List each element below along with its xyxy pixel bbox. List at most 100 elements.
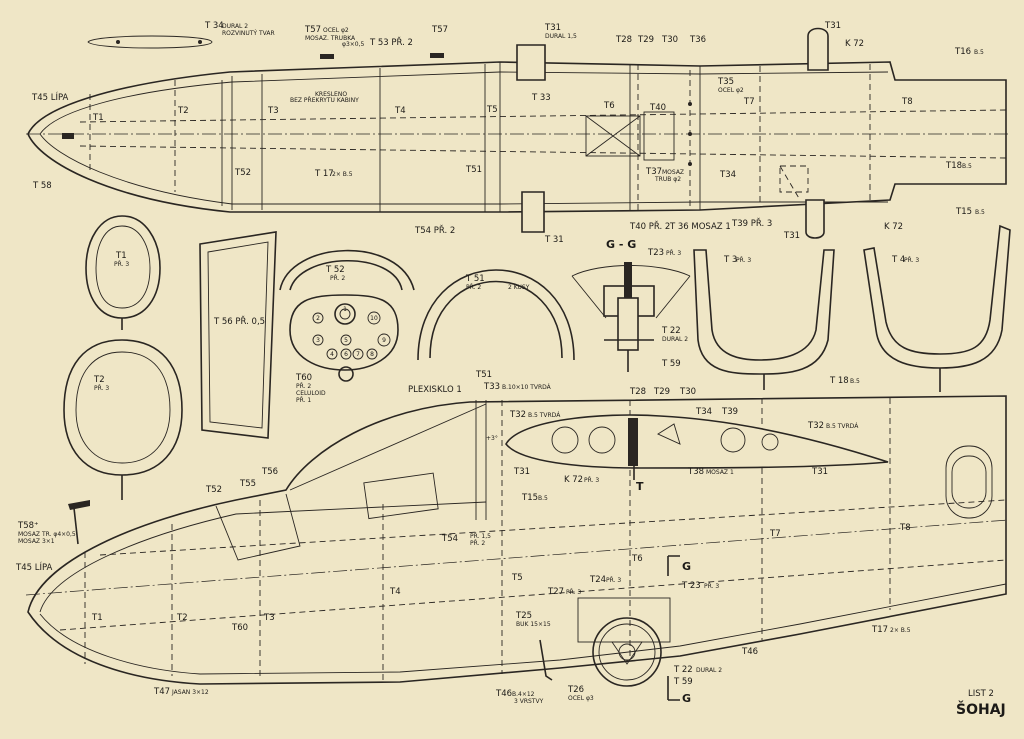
label-side-t60: T60 [231, 623, 248, 633]
note-side-t33: B.10×10 TVRDÁ [502, 384, 552, 391]
label-side-t27: T27 [547, 587, 564, 597]
label-t7: T7 [743, 97, 755, 107]
note-t16: B.5 [974, 49, 984, 56]
label-k72b: K 72 [884, 222, 903, 232]
panel-dial [312, 334, 324, 346]
note-side-t23: PŘ. 3 [704, 582, 719, 590]
label-side-t7: T7 [769, 529, 781, 539]
title-block: LIST 2 ŠOHAJ [956, 689, 1006, 718]
label-part-t51: T 51 [465, 274, 485, 284]
label-t31d: T31 [783, 231, 800, 241]
label-t5: T5 [486, 105, 498, 115]
label-side-t46b: T46 [495, 689, 512, 699]
note-side-t47: JASAN 3×12 [171, 689, 209, 696]
label-side-t47: T47 [153, 687, 170, 697]
label-gg-top: G [682, 560, 691, 573]
panel-dial-label: 10 [370, 315, 378, 322]
label-side-t55: T55 [239, 479, 256, 489]
panel-dial-label: 4 [330, 351, 334, 358]
note-side-t54-1: PŘ. 1,5 [470, 532, 491, 540]
label-side-t58: T58⁺ [17, 521, 39, 531]
label-t18: T18 [945, 161, 962, 171]
label-t57b: T57 [431, 25, 448, 35]
label-t28: T28 [615, 35, 632, 45]
label-side-t54: T54 [441, 534, 458, 544]
label-side-t5: T5 [511, 573, 523, 583]
parts-labels: T1 PŘ. 3 T 56 PŘ. 0,5 T 52 PŘ. 2 T 51 PŘ… [93, 238, 919, 404]
note-side-t17: 2× B.5 [890, 627, 911, 634]
label-marker-t: T [636, 480, 644, 493]
label-part-t2: T2 [93, 375, 105, 385]
label-side-t56: T56 [261, 467, 278, 477]
label-plus3: +3° [486, 435, 498, 442]
note-side-t32b: B.5 TVRDÁ [826, 423, 859, 430]
note-side-t24: PŘ. 3 [606, 576, 621, 584]
label-part-t1: T1 [115, 251, 127, 261]
sheet-name: ŠOHAJ [956, 700, 1006, 718]
note-t57a-2: MOSAZ. TRUBKA [305, 35, 356, 42]
note-t18: B.5 [962, 163, 972, 170]
label-part-t4: T 4 [891, 255, 905, 265]
panel-dial-label: 8 [370, 351, 374, 358]
note-t17: 2× B.5 [332, 171, 353, 178]
label-side-t25: T25 [515, 611, 532, 621]
kresleno-2: BEZ PŘEKRYTU KABINY [290, 96, 359, 104]
note-part-t51: PŘ. 2 [466, 283, 481, 291]
label-side-t15: T15 [521, 493, 538, 503]
panel-dial-label: 2 [316, 315, 320, 322]
label-part-t56: T 56 PŘ. 0,5 [213, 316, 265, 327]
label-t30: T30 [661, 35, 678, 45]
label-side-t59: T 59 [673, 677, 693, 687]
label-t31a: T31 [544, 23, 561, 33]
note-part-t4: PŘ. 3 [904, 256, 919, 264]
note-side-t46b-1: B.4×12 [512, 691, 535, 698]
note-part-t1: PŘ. 3 [114, 260, 129, 268]
label-t6: T6 [603, 101, 615, 111]
note-t34-1: DURAL 2 [222, 23, 248, 30]
label-section-gg: G - G [606, 238, 636, 251]
label-side-t18: T 18 [829, 376, 849, 386]
label-side-t17: T17 [871, 625, 888, 635]
label-side-t29: T29 [653, 387, 670, 397]
label-t4: T4 [394, 106, 406, 116]
label-t36b: T 36 MOSAZ 1 [669, 222, 731, 232]
label-side-t2: T2 [176, 613, 188, 623]
note-part-t22: DURAL 2 [662, 336, 688, 343]
panel-dial [352, 348, 364, 360]
label-t2: T2 [177, 106, 189, 116]
top-view-labels: T 34 DURAL 2 ROZVINUTÝ TVAR T57 OCEL φ2 … [31, 21, 985, 245]
label-side-t8: T8 [899, 523, 911, 533]
panel-dial [367, 311, 381, 325]
note-part-t23: PŘ. 3 [666, 249, 681, 257]
label-t53: T 53 PŘ. 2 [369, 37, 413, 48]
panel-dial-label: 1 [343, 306, 347, 313]
note-side-t38: MOSAZ 1 [706, 469, 734, 476]
label-t35: T35 [717, 77, 734, 87]
label-side-t30: T30 [679, 387, 696, 397]
note-part-t3: PŘ. 3 [736, 256, 751, 264]
label-t16: T16 [954, 47, 971, 57]
label-side-t33: T33 [483, 382, 500, 392]
label-t54: T54 PŘ. 2 [414, 225, 455, 236]
panel-dial-label: 7 [356, 351, 360, 358]
label-part-t22: T 22 [661, 326, 681, 336]
label-side-t46a: T46 [741, 647, 758, 657]
panel-dial [340, 348, 352, 360]
label-t3: T3 [267, 106, 279, 116]
label-t57a: T57 [304, 25, 321, 35]
label-t40b: T40 PŘ. 2 [629, 221, 670, 232]
label-t36a: T36 [689, 35, 706, 45]
note-side-t22: DURAL 2 [696, 667, 722, 674]
label-part-t3: T 3 [723, 255, 737, 265]
label-side-t32a: T32 [509, 410, 526, 420]
label-t31b: T31 [824, 21, 841, 31]
panel-dial-label: 9 [382, 337, 386, 344]
label-t8: T8 [901, 97, 913, 107]
label-t29: T29 [637, 35, 654, 45]
label-t37: T37 [645, 167, 662, 177]
label-t51: T51 [465, 165, 482, 175]
label-part-t60: T60 [295, 373, 312, 383]
label-t15: T15 [955, 207, 972, 217]
label-side-t45: T45 LÍPA [15, 561, 53, 573]
